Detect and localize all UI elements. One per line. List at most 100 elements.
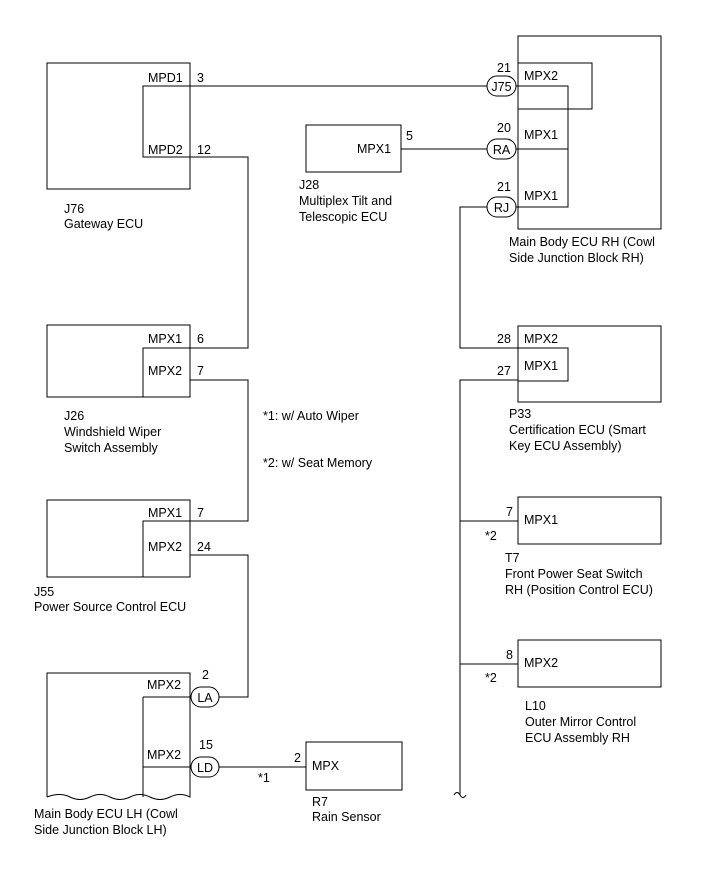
j76-terminal-mpd1-pin: 3 xyxy=(197,71,204,85)
connector-ld: LD 15 xyxy=(190,738,220,778)
mark-rain-sensor-option: *1 xyxy=(258,771,270,785)
connector-ra: RA xyxy=(486,138,517,160)
r7-terminal-mpx-pin: 2 xyxy=(294,751,301,765)
connector-j75: J75 xyxy=(486,75,517,97)
connector-ld-label: LD xyxy=(197,761,213,775)
main-rh-terminal-c-label: MPX1 xyxy=(524,189,558,203)
l10-terminal-mpx2-pin: 8 xyxy=(506,648,513,662)
main-rh-name-line1: Main Body ECU RH (Cowl xyxy=(509,235,655,249)
p33-inner-box xyxy=(517,347,569,382)
wire-rj-to-p33-mpx2 xyxy=(459,206,518,349)
p33-terminal-mpx1-label: MPX1 xyxy=(524,359,558,373)
main-rh-terminal-b-pin: 20 xyxy=(497,121,511,135)
note-seat-memory: *2: w/ Seat Memory xyxy=(263,456,373,470)
wire-j76-mpd2-to-j26-mpx1 xyxy=(190,156,249,349)
connectors: J75 RA RJ LA 2 LD 15 xyxy=(190,75,517,778)
j26-inner-box xyxy=(142,347,191,398)
j76-terminal-mpd1-label: MPD1 xyxy=(148,71,183,85)
j26-terminal-mpx2-label: MPX2 xyxy=(148,364,182,378)
component-j28: MPX1 5 J28 Multiplex Tilt and Telescopic… xyxy=(299,124,413,224)
j26-terminal-mpx1-pin: 6 xyxy=(197,332,204,346)
connector-j75-label: J75 xyxy=(491,80,511,94)
connector-la: LA 2 xyxy=(190,668,220,708)
j26-terminal-mpx1-label: MPX1 xyxy=(148,332,182,346)
r7-code: R7 xyxy=(312,795,328,809)
j55-terminal-mpx2-pin: 24 xyxy=(197,540,211,554)
connector-ra-body xyxy=(486,138,517,160)
component-main-body-ecu-lh: MPX2 MPX2 Main Body ECU LH (Cowl Side Ju… xyxy=(34,672,191,837)
component-main-body-ecu-rh: MPX2 21 MPX1 20 MPX1 21 Main Body ECU RH… xyxy=(497,35,662,265)
component-p33: MPX2 28 MPX1 27 P33 Certification ECU (S… xyxy=(497,325,662,453)
p33-terminal-mpx2-pin: 28 xyxy=(497,332,511,346)
connector-la-label: LA xyxy=(197,691,213,705)
j26-name-line1: Windshield Wiper xyxy=(64,425,161,439)
main-lh-terminal-b-label: MPX2 xyxy=(147,748,181,762)
r7-terminal-mpx-label: MPX xyxy=(312,759,340,773)
l10-code: L10 xyxy=(525,699,546,713)
j76-code: J76 xyxy=(64,202,84,216)
j26-code: J26 xyxy=(64,409,84,423)
component-j26: MPX1 6 MPX2 7 J26 Windshield Wiper Switc… xyxy=(46,324,204,455)
l10-name-line2: ECU Assembly RH xyxy=(525,731,630,745)
t7-terminal-mpx1-label: MPX1 xyxy=(524,513,558,527)
main-rh-name-line2: Side Junction Block RH) xyxy=(509,251,644,265)
t7-name-line1: Front Power Seat Switch xyxy=(505,567,643,581)
j76-terminal-mpd2-label: MPD2 xyxy=(148,143,183,157)
l10-terminal-mpx2-label: MPX2 xyxy=(524,656,558,670)
p33-terminal-mpx2-label: MPX2 xyxy=(524,332,558,346)
note-auto-wiper: *1: w/ Auto Wiper xyxy=(263,409,359,423)
t7-terminal-mpx1-pin: 7 xyxy=(506,505,513,519)
j26-name-line2: Switch Assembly xyxy=(64,441,159,455)
main-lh-name-line2: Side Junction Block LH) xyxy=(34,823,167,837)
connector-la-body xyxy=(190,686,220,708)
wires xyxy=(190,85,518,798)
main-rh-terminal-a-pin: 21 xyxy=(497,61,511,75)
wire-j55-mpx2-to-la xyxy=(190,554,249,698)
t7-code: T7 xyxy=(505,551,520,565)
j55-name: Power Source Control ECU xyxy=(34,600,186,614)
j76-terminal-mpd2-pin: 12 xyxy=(197,143,211,157)
component-j55: MPX1 7 MPX2 24 J55 Power Source Control … xyxy=(34,499,211,614)
j76-inner-box xyxy=(142,85,191,158)
connector-rj: RJ xyxy=(486,196,517,218)
wire-trunk-break-mark xyxy=(453,792,467,798)
j55-terminal-mpx1-label: MPX1 xyxy=(148,506,182,520)
j26-terminal-mpx2-pin: 7 xyxy=(197,364,204,378)
j28-terminal-mpx1-label: MPX1 xyxy=(357,142,391,156)
main-lh-terminal-a-label: MPX2 xyxy=(147,678,181,692)
j28-code: J28 xyxy=(299,178,319,192)
t7-name-line2: RH (Position Control ECU) xyxy=(505,583,653,597)
r7-box xyxy=(305,741,403,791)
j76-name: Gateway ECU xyxy=(64,217,143,231)
j55-terminal-mpx1-pin: 7 xyxy=(197,506,204,520)
connector-ld-body xyxy=(190,756,220,778)
main-rh-terminal-b-label: MPX1 xyxy=(524,128,558,142)
notes: *1: w/ Auto Wiper *2: w/ Seat Memory *1 … xyxy=(258,409,497,785)
connector-la-pin: 2 xyxy=(202,668,209,682)
j55-code: J55 xyxy=(34,585,54,599)
main-rh-terminal-a-label: MPX2 xyxy=(524,69,558,83)
mark-l10-option: *2 xyxy=(485,671,497,685)
wire-j26-mpx2-to-j55-mpx1 xyxy=(190,379,249,522)
p33-code: P33 xyxy=(509,407,531,421)
main-lh-name-line1: Main Body ECU LH (Cowl xyxy=(34,807,178,821)
r7-name: Rain Sensor xyxy=(312,810,381,824)
connector-ra-label: RA xyxy=(493,143,511,157)
j55-terminal-mpx2-label: MPX2 xyxy=(148,540,182,554)
connector-rj-label: RJ xyxy=(494,201,509,215)
component-t7: MPX1 7 T7 Front Power Seat Switch RH (Po… xyxy=(505,496,662,597)
j28-name-line2: Telescopic ECU xyxy=(299,210,387,224)
j28-terminal-mpx1-pin: 5 xyxy=(406,129,413,143)
connector-ld-pin: 15 xyxy=(199,738,213,752)
j55-inner-box xyxy=(142,520,191,578)
l10-name-line1: Outer Mirror Control xyxy=(525,715,636,729)
main-rh-inner-bus xyxy=(518,85,569,208)
p33-name-line2: Key ECU Assembly) xyxy=(509,439,622,453)
wire-p33-mpx1-trunk xyxy=(459,379,518,795)
component-l10: MPX2 8 L10 Outer Mirror Control ECU Asse… xyxy=(506,639,662,745)
j28-name-line1: Multiplex Tilt and xyxy=(299,194,392,208)
mark-t7-option: *2 xyxy=(485,529,497,543)
p33-terminal-mpx1-pin: 27 xyxy=(497,364,511,378)
p33-name-line1: Certification ECU (Smart xyxy=(509,423,646,437)
